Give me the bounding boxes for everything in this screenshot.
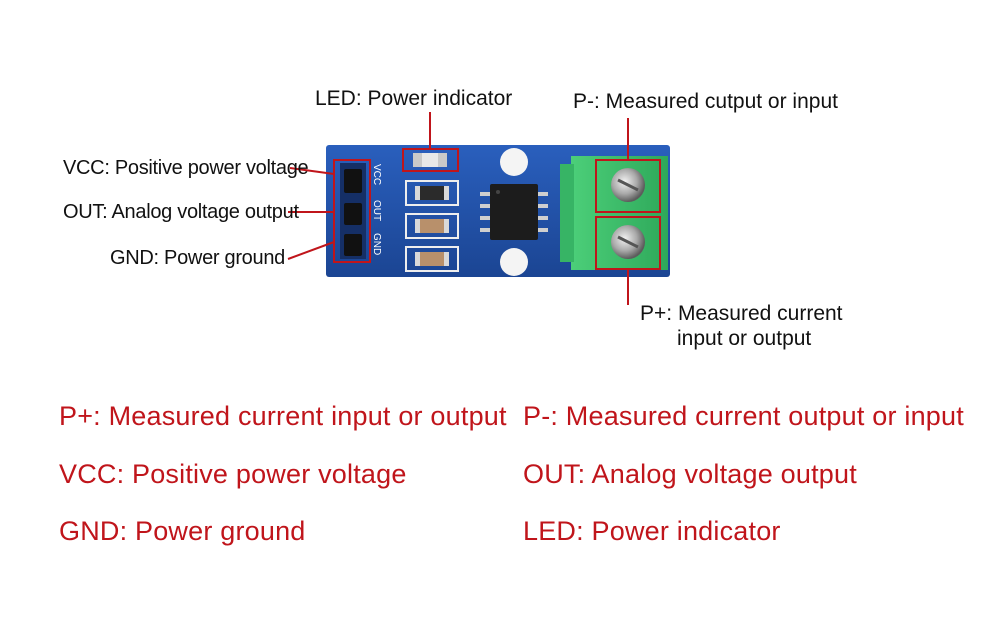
callout-p-plus-line2: input or output (677, 327, 812, 350)
header-pins (340, 163, 366, 259)
callout-p-plus-line1: P+: Measured current (640, 302, 843, 325)
current-sensor-module-diagram: VCC OUT GND (287, 112, 670, 305)
pin-out (344, 203, 362, 225)
callout-led: LED: Power indicator (315, 87, 513, 110)
smd-components (405, 180, 459, 272)
callout-gnd: GND: Power ground (110, 247, 285, 269)
pin-gnd (344, 234, 362, 256)
mounting-hole (500, 148, 528, 176)
callout-out: OUT: Analog voltage output (63, 201, 299, 223)
pin-vcc (344, 169, 362, 193)
silkscreen-gnd: GND (371, 233, 382, 255)
screw-terminal (560, 156, 668, 270)
legend-out: OUT: Analog voltage output (523, 459, 857, 489)
silkscreen-out: OUT (371, 200, 382, 221)
legend-led: LED: Power indicator (523, 516, 781, 546)
legend-p-plus: P+: Measured current input or output (59, 401, 507, 431)
legend-vcc: VCC: Positive power voltage (59, 459, 407, 489)
callout-p-minus: P-: Measured cutput or input (573, 90, 838, 113)
legend-p-minus: P-: Measured current output or input (523, 401, 964, 431)
ic-chip (480, 184, 548, 240)
silkscreen-vcc: VCC (371, 164, 382, 185)
leader-lines (287, 112, 629, 305)
callout-vcc: VCC: Positive power voltage (63, 157, 309, 179)
mounting-hole (500, 248, 528, 276)
legend-gnd: GND: Power ground (59, 516, 306, 546)
